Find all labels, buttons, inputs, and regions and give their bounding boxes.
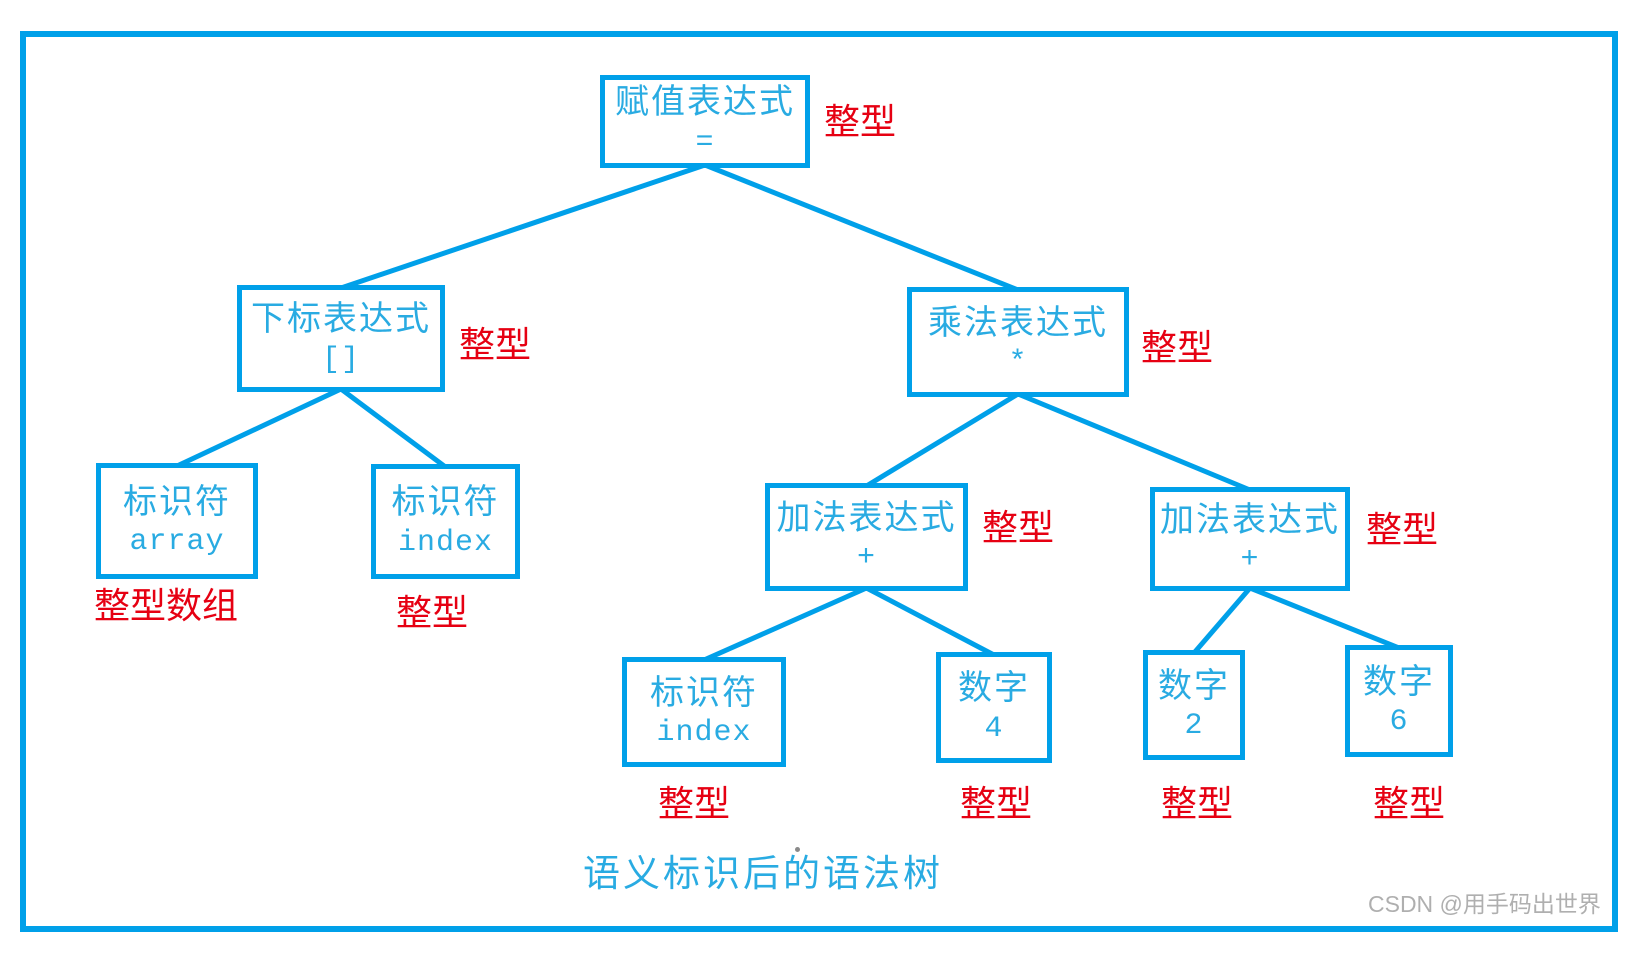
tree-edge-add_right-num2 — [1192, 586, 1252, 655]
node-operator: = — [695, 125, 715, 160]
node-addition-expression-right: 加法表达式 + — [1150, 487, 1350, 591]
node-assignment-expression: 赋值表达式 = — [600, 75, 810, 168]
node-title: 下标表达式 — [251, 301, 431, 339]
node-identifier-index: 标识符 index — [371, 464, 520, 579]
node-value: 2 — [1184, 709, 1204, 744]
node-value: 4 — [984, 711, 1004, 746]
node-value: 6 — [1389, 705, 1409, 740]
node-title: 数字 — [1158, 667, 1230, 705]
node-addition-expression-left: 加法表达式 + — [765, 483, 968, 591]
node-title: 加法表达式 — [776, 499, 957, 537]
node-identifier-index-2: 标识符 index — [622, 657, 786, 767]
node-number-6: 数字 6 — [1345, 645, 1453, 757]
node-number-4: 数字 4 — [936, 652, 1052, 763]
node-number-2: 数字 2 — [1143, 650, 1245, 760]
node-title: 标识符 — [391, 484, 500, 522]
node-operator: + — [856, 541, 876, 576]
outer-border — [20, 31, 1618, 932]
type-annotation-index-2: 整型 — [658, 784, 731, 824]
type-annotation-num-6: 整型 — [1373, 784, 1446, 824]
node-value: array — [129, 525, 225, 560]
tree-edge-assign-subscript — [340, 162, 706, 291]
type-annotation-array: 整型数组 — [94, 586, 239, 626]
type-annotation-num-4: 整型 — [960, 784, 1033, 824]
type-annotation-add-right: 整型 — [1366, 510, 1439, 550]
node-title: 标识符 — [650, 674, 758, 712]
tree-edge-multiply-add_left — [865, 391, 1020, 489]
csdn-watermark: CSDN @用手码出世界 — [1368, 891, 1601, 917]
node-title: 数字 — [958, 670, 1030, 708]
node-subscript-expression: 下标表达式 [] — [237, 285, 445, 392]
type-annotation-multiply: 整型 — [1141, 328, 1214, 368]
type-annotation-assign: 整型 — [824, 102, 897, 142]
tree-edge-add_left-id_index2 — [702, 585, 868, 663]
type-annotation-num-2: 整型 — [1161, 784, 1234, 824]
node-title: 赋值表达式 — [615, 84, 795, 122]
tree-edge-assign-multiply — [704, 162, 1019, 293]
diagram-caption: 语义标识后的语法树 — [583, 854, 943, 895]
node-operator: [] — [321, 342, 360, 377]
node-title: 加法表达式 — [1160, 501, 1340, 539]
node-operator: * — [1008, 346, 1028, 381]
tree-edge-add_left-num4 — [865, 585, 996, 658]
node-value: index — [656, 716, 752, 751]
node-title: 数字 — [1363, 663, 1435, 701]
node-title: 标识符 — [123, 483, 231, 521]
tree-edge-add_right-num6 — [1249, 585, 1400, 651]
type-annotation-index: 整型 — [396, 593, 469, 633]
node-title: 乘法表达式 — [928, 304, 1108, 342]
node-operator: + — [1240, 543, 1260, 578]
tree-edge-subscript-id_index — [339, 386, 447, 470]
node-multiplication-expression: 乘法表达式 * — [907, 287, 1129, 397]
tree-edge-subscript-id_array — [175, 386, 343, 469]
tree-edge-multiply-add_right — [1017, 391, 1251, 493]
node-value: index — [397, 525, 493, 560]
stray-dot — [795, 847, 800, 852]
node-identifier-array: 标识符 array — [96, 463, 258, 579]
type-annotation-add-left: 整型 — [982, 508, 1055, 548]
type-annotation-subscript: 整型 — [459, 325, 532, 365]
